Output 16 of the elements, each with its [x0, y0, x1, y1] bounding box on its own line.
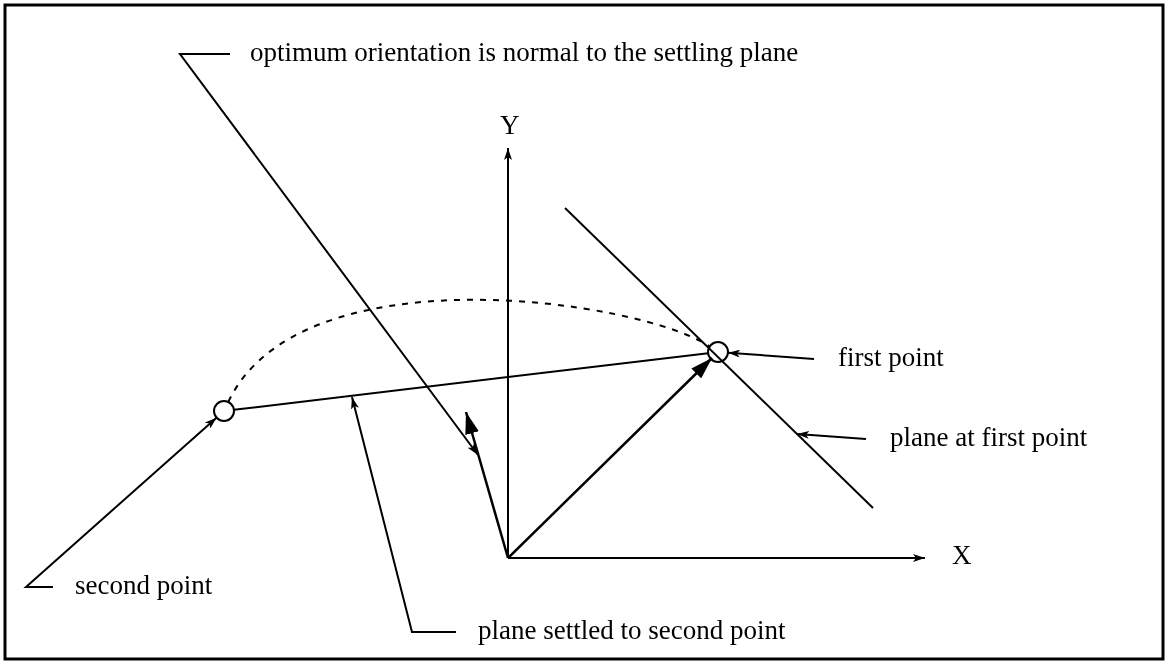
callout-text: plane settled to second point [478, 614, 786, 646]
leader-line [178, 53, 479, 456]
callout-text: optimum orientation is normal to the settling plane [250, 36, 799, 68]
plane-line [232, 352, 710, 411]
point-circle [707, 341, 729, 363]
arc-path [227, 298, 711, 403]
leader-line [726, 349, 815, 360]
axis-label: X [952, 539, 972, 571]
point-circle [213, 400, 235, 422]
callout-text: plane at first point [890, 421, 1088, 453]
callout-text: second point [75, 569, 213, 601]
leader-line [23, 416, 218, 588]
leader-line [351, 396, 457, 633]
callout-text: first point [838, 341, 944, 373]
leader-line [796, 430, 867, 440]
axis-label: Y [500, 109, 520, 141]
